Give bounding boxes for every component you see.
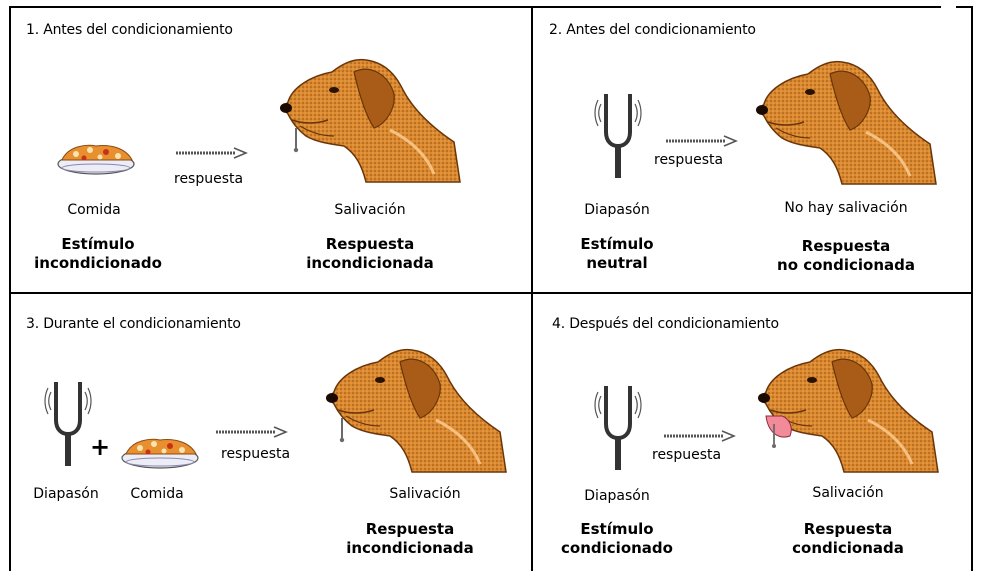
tuning-fork-icon: [593, 384, 643, 472]
dotted-arrow-icon: [214, 425, 288, 439]
dotted-arrow-icon: [662, 429, 736, 443]
panel-title: 3. Durante el condicionamiento: [26, 316, 241, 332]
frame-right-border: [971, 6, 973, 571]
right-label: Salivación: [389, 486, 461, 502]
dotted-arrow-icon: [174, 146, 248, 160]
frame-top-border: [9, 6, 941, 8]
arrow-label: respuesta: [174, 171, 244, 187]
plus-sign: +: [90, 433, 111, 461]
tuning-fork-icon: [593, 92, 643, 180]
panel-title: 2. Antes del condicionamiento: [549, 22, 756, 38]
right-label: Salivación: [334, 202, 406, 218]
right-label: Salivación: [812, 485, 884, 501]
right-label: No hay salivación: [784, 200, 908, 216]
food-bowl-icon: [57, 144, 135, 175]
arrow-label: respuesta: [652, 447, 722, 463]
tuning-fork-icon: [43, 380, 93, 468]
left-label: Diapasón: [584, 202, 650, 218]
left-label: Diapasón: [584, 488, 650, 504]
dog-head-icon: [278, 58, 462, 184]
frame-left-border: [9, 6, 11, 571]
dotted-arrow-icon: [664, 134, 738, 148]
panel-title: 4. Después del condicionamiento: [552, 316, 779, 332]
panel-title: 1. Antes del condicionamiento: [26, 22, 233, 38]
left-label: Comida: [67, 202, 121, 218]
arrow-label: respuesta: [221, 446, 291, 462]
frame-middle-divider: [9, 292, 973, 294]
left-label: Diapasón: [33, 486, 99, 502]
food-bowl-icon: [121, 438, 199, 469]
mid-label: Comida: [130, 486, 184, 502]
dog-head-icon: [754, 60, 938, 186]
frame-center-divider: [531, 6, 533, 571]
frame-top-right-tick: [956, 6, 973, 8]
dog-head-icon: [324, 348, 508, 474]
dog-head-icon: [756, 348, 940, 474]
arrow-label: respuesta: [654, 152, 724, 168]
